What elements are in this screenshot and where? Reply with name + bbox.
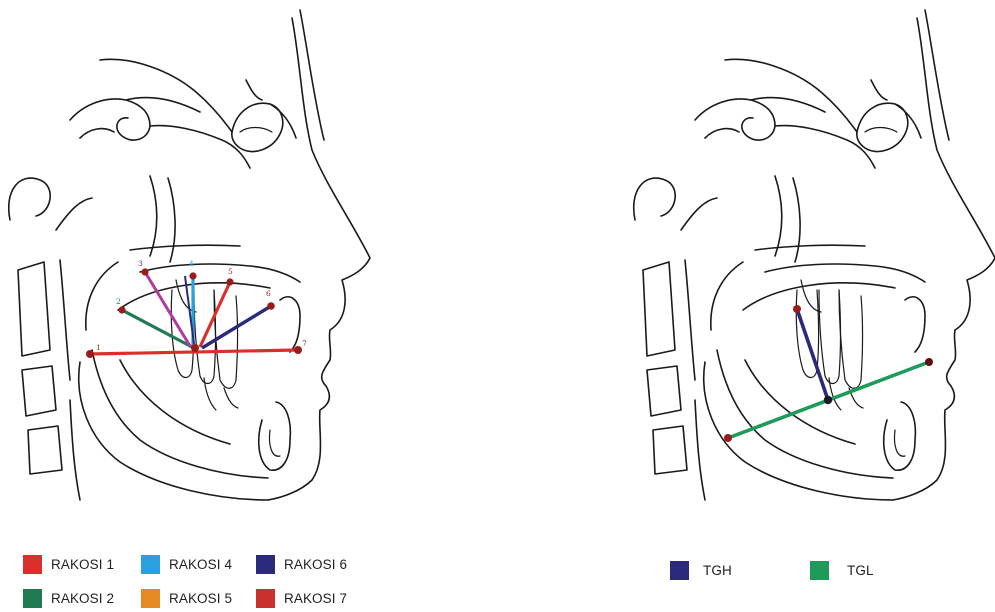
point-label-7: 7: [302, 339, 307, 348]
legend-rakosi-4: RAKOSI 4: [141, 555, 232, 574]
left-skull-drawing: [9, 10, 370, 500]
legend-swatch: [670, 561, 689, 580]
legend-tgh: TGH: [670, 561, 732, 580]
legend-label: RAKOSI 7: [284, 591, 347, 606]
tgh-point-upper: [793, 305, 801, 313]
legend-swatch: [810, 561, 829, 580]
legend-swatch: [141, 555, 160, 574]
rakosi-2-line: [122, 310, 192, 347]
point-center: [191, 344, 199, 352]
legend-tgl: TGL: [810, 561, 874, 580]
point-1: [86, 350, 94, 358]
point-3: [141, 268, 148, 275]
legend-label: RAKOSI 4: [169, 557, 232, 572]
legend-swatch: [23, 589, 42, 608]
point-label-3: 3: [138, 259, 143, 268]
legend-label: TGL: [847, 563, 874, 578]
legend-swatch: [256, 555, 275, 574]
point-2: [118, 306, 125, 313]
legend-swatch: [23, 555, 42, 574]
legend-swatch: [141, 589, 160, 608]
legend-rakosi-6: RAKOSI 6: [256, 555, 347, 574]
legend-label: RAKOSI 1: [51, 557, 114, 572]
tg-lines: [724, 305, 933, 442]
tgh-line: [797, 309, 828, 400]
point-label-5: 5: [228, 267, 233, 276]
point-label-6: 6: [266, 289, 271, 298]
rakosi-point-labels: 1 2 3 4 5 6 7: [96, 259, 307, 352]
tgl-point-anterior: [925, 358, 933, 366]
legend-label: RAKOSI 2: [51, 591, 114, 606]
legend-rakosi-1: RAKOSI 1: [23, 555, 114, 574]
legend-label: RAKOSI 5: [169, 591, 232, 606]
legend-label: RAKOSI 6: [284, 557, 347, 572]
point-6: [267, 302, 275, 310]
point-5: [226, 278, 233, 285]
tgl-point-gonion: [724, 434, 732, 442]
point-label-4: 4: [189, 259, 194, 268]
legend-label: TGH: [703, 563, 732, 578]
point-4: [189, 272, 196, 279]
point-7: [294, 346, 302, 354]
legend-rakosi-5: RAKOSI 5: [141, 589, 232, 608]
point-label-2: 2: [116, 297, 121, 306]
legend-rakosi-7: RAKOSI 7: [256, 589, 347, 608]
right-skull-drawing: [634, 10, 995, 500]
legend-rakosi-2: RAKOSI 2: [23, 589, 114, 608]
point-label-1: 1: [96, 343, 101, 352]
tgh-point-lower: [824, 396, 832, 404]
legend-swatch: [256, 589, 275, 608]
